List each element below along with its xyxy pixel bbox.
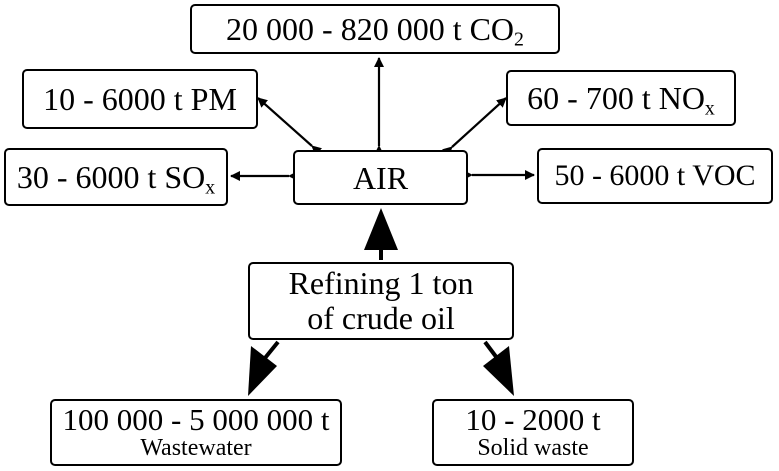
voc-emissions-box: 50 - 6000 t VOC — [537, 148, 773, 204]
air-label: AIR — [352, 159, 409, 196]
sox-amount: 30 - 6000 t SO — [16, 159, 206, 195]
solid-waste-box: 10 - 2000 t Solid waste — [432, 399, 634, 466]
solid-waste-amount: 10 - 2000 t — [465, 401, 601, 437]
arrowhead-refining-wastewater — [248, 346, 277, 396]
line-refining-wastewater — [263, 340, 280, 360]
arrow-air-nox — [441, 97, 507, 157]
co2-emissions-box: 20 000 - 820 000 t CO2 — [190, 4, 560, 54]
arrowhead-refining-solid-waste — [483, 346, 514, 396]
sox-subscript: x — [205, 176, 216, 199]
refining-line-2: of crude oil — [307, 300, 455, 336]
sox-emissions-box: 30 - 6000 t SOx — [4, 148, 228, 206]
line-refining-solid-waste — [483, 340, 499, 360]
co2-emissions-text: 20 000 - 820 000 t CO2 — [226, 11, 524, 49]
arrowhead-refining-air — [364, 208, 398, 250]
sox-emissions-text: 30 - 6000 t SOx — [16, 159, 215, 197]
co2-subscript: 2 — [514, 28, 524, 51]
air-box: AIR — [293, 150, 468, 205]
wastewater-label: Wastewater — [140, 435, 252, 462]
voc-emissions-text: 50 - 6000 t VOC — [554, 159, 756, 192]
solid-waste-label: Solid waste — [477, 435, 589, 462]
nox-amount: 60 - 700 t NO — [527, 80, 705, 116]
pm-emissions-box: 10 - 6000 t PM — [22, 69, 258, 129]
co2-amount: 20 000 - 820 000 t CO — [226, 11, 515, 47]
nox-emissions-text: 60 - 700 t NOx — [527, 80, 715, 118]
arrow-air-pm — [257, 97, 323, 156]
refining-line-1: Refining 1 ton — [288, 265, 474, 302]
wastewater-amount: 100 000 - 5 000 000 t — [62, 401, 330, 437]
nox-subscript: x — [704, 97, 715, 120]
pm-emissions-text: 10 - 6000 t PM — [43, 81, 237, 117]
refining-box: Refining 1 ton of crude oil — [248, 262, 514, 340]
nox-emissions-box: 60 - 700 t NOx — [506, 70, 736, 126]
wastewater-box: 100 000 - 5 000 000 t Wastewater — [50, 399, 342, 466]
